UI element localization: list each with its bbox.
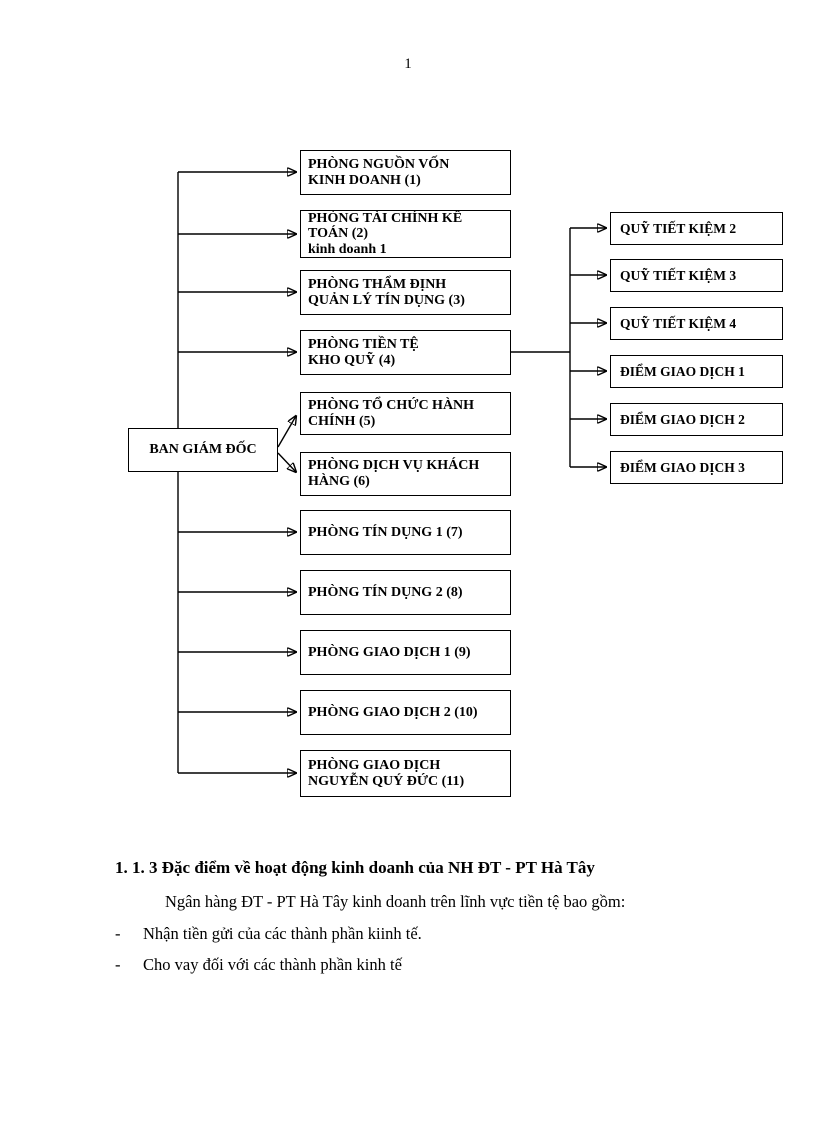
org-box-dept-7: PHÒNG TÍN DỤNG 1 (7): [300, 510, 511, 555]
org-box-label: QUỸ TIẾT KIỆM 3: [620, 267, 737, 283]
org-box-label: ĐIỂM GIAO DỊCH 2: [620, 411, 745, 427]
paragraph: Ngân hàng ĐT - PT Hà Tây kinh doanh trên…: [165, 892, 626, 911]
list-item: - Nhận tiền gửi của các thành phần kiinh …: [115, 924, 775, 944]
org-box-dept-11: PHÒNG GIAO DỊCH NGUYỄN QUÝ ĐỨC (11): [300, 750, 511, 797]
org-box-label: QUỸ TIẾT KIỆM 4: [620, 315, 737, 331]
org-box-dept-3: PHÒNG THẨM ĐỊNH QUẢN LÝ TÍN DỤNG (3): [300, 270, 511, 315]
page-number: 1: [404, 56, 412, 72]
org-chart-connectors: [177, 0, 816, 830]
org-box-branch-6: ĐIỂM GIAO DỊCH 3: [610, 451, 783, 484]
org-box-label: PHÒNG TÀI CHÍNH KẾ TOÁN (2) kinh doanh 1: [308, 210, 463, 257]
org-box-label: PHÒNG GIAO DỊCH 1 (9): [308, 644, 471, 660]
list-item-text: Cho vay đối với các thành phần kinh tế: [143, 955, 402, 974]
org-box-label: PHÒNG TỔ CHỨC HÀNH CHÍNH (5): [308, 397, 475, 429]
org-box-label: PHÒNG NGUỒN VỐN KINH DOANH (1): [308, 156, 450, 188]
org-box-dept-2: PHÒNG TÀI CHÍNH KẾ TOÁN (2) kinh doanh 1: [300, 210, 511, 258]
org-box-label: PHÒNG TÍN DỤNG 1 (7): [308, 524, 463, 540]
org-box-branch-4: ĐIỂM GIAO DỊCH 1: [610, 355, 783, 388]
list-item-text: Nhận tiền gửi của các thành phần kiinh t…: [143, 924, 422, 943]
org-box-label: PHÒNG GIAO DỊCH 2 (10): [308, 704, 478, 720]
org-box-dept-1: PHÒNG NGUỒN VỐN KINH DOANH (1): [300, 150, 511, 195]
org-box-dept-5: PHÒNG TỔ CHỨC HÀNH CHÍNH (5): [300, 392, 511, 435]
org-box-label: BAN GIÁM ĐỐC: [149, 442, 257, 458]
org-box-branch-3: QUỸ TIẾT KIỆM 4: [610, 307, 783, 340]
org-box-dept-9: PHÒNG GIAO DỊCH 1 (9): [300, 630, 511, 675]
org-box-dept-4: PHÒNG TIỀN TỆ KHO QUỸ (4): [300, 330, 511, 375]
org-box-label: PHÒNG TIỀN TỆ KHO QUỸ (4): [308, 336, 419, 368]
org-box-branch-1: QUỸ TIẾT KIỆM 2: [610, 212, 783, 245]
org-box-dept-8: PHÒNG TÍN DỤNG 2 (8): [300, 570, 511, 615]
section-heading: 1. 1. 3 Đặc điểm về hoạt động kinh doanh…: [115, 858, 595, 877]
org-box-label: QUỸ TIẾT KIỆM 2: [620, 220, 737, 236]
list-item: - Cho vay đối với các thành phần kinh tế: [115, 955, 775, 975]
org-box-label: ĐIỂM GIAO DỊCH 1: [620, 363, 745, 379]
org-box-dept-6: PHÒNG DỊCH VỤ KHÁCH HÀNG (6): [300, 452, 511, 496]
org-box-label: PHÒNG TÍN DỤNG 2 (8): [308, 584, 463, 600]
org-box-branch-2: QUỸ TIẾT KIỆM 3: [610, 259, 783, 292]
bullet-marker: -: [115, 955, 121, 974]
org-box-label: PHÒNG THẨM ĐỊNH QUẢN LÝ TÍN DỤNG (3): [308, 276, 465, 308]
org-box-root: BAN GIÁM ĐỐC: [128, 428, 278, 472]
org-box-branch-5: ĐIỂM GIAO DỊCH 2: [610, 403, 783, 436]
bullet-marker: -: [115, 924, 121, 943]
org-box-label: PHÒNG GIAO DỊCH NGUYỄN QUÝ ĐỨC (11): [308, 757, 465, 789]
org-chart: BAN GIÁM ĐỐC PHÒNG NGUỒN VỐN KINH DOANH …: [128, 0, 816, 830]
org-box-label: ĐIỂM GIAO DỊCH 3: [620, 459, 745, 475]
org-box-label: PHÒNG DỊCH VỤ KHÁCH HÀNG (6): [308, 458, 480, 489]
org-box-dept-10: PHÒNG GIAO DỊCH 2 (10): [300, 690, 511, 735]
